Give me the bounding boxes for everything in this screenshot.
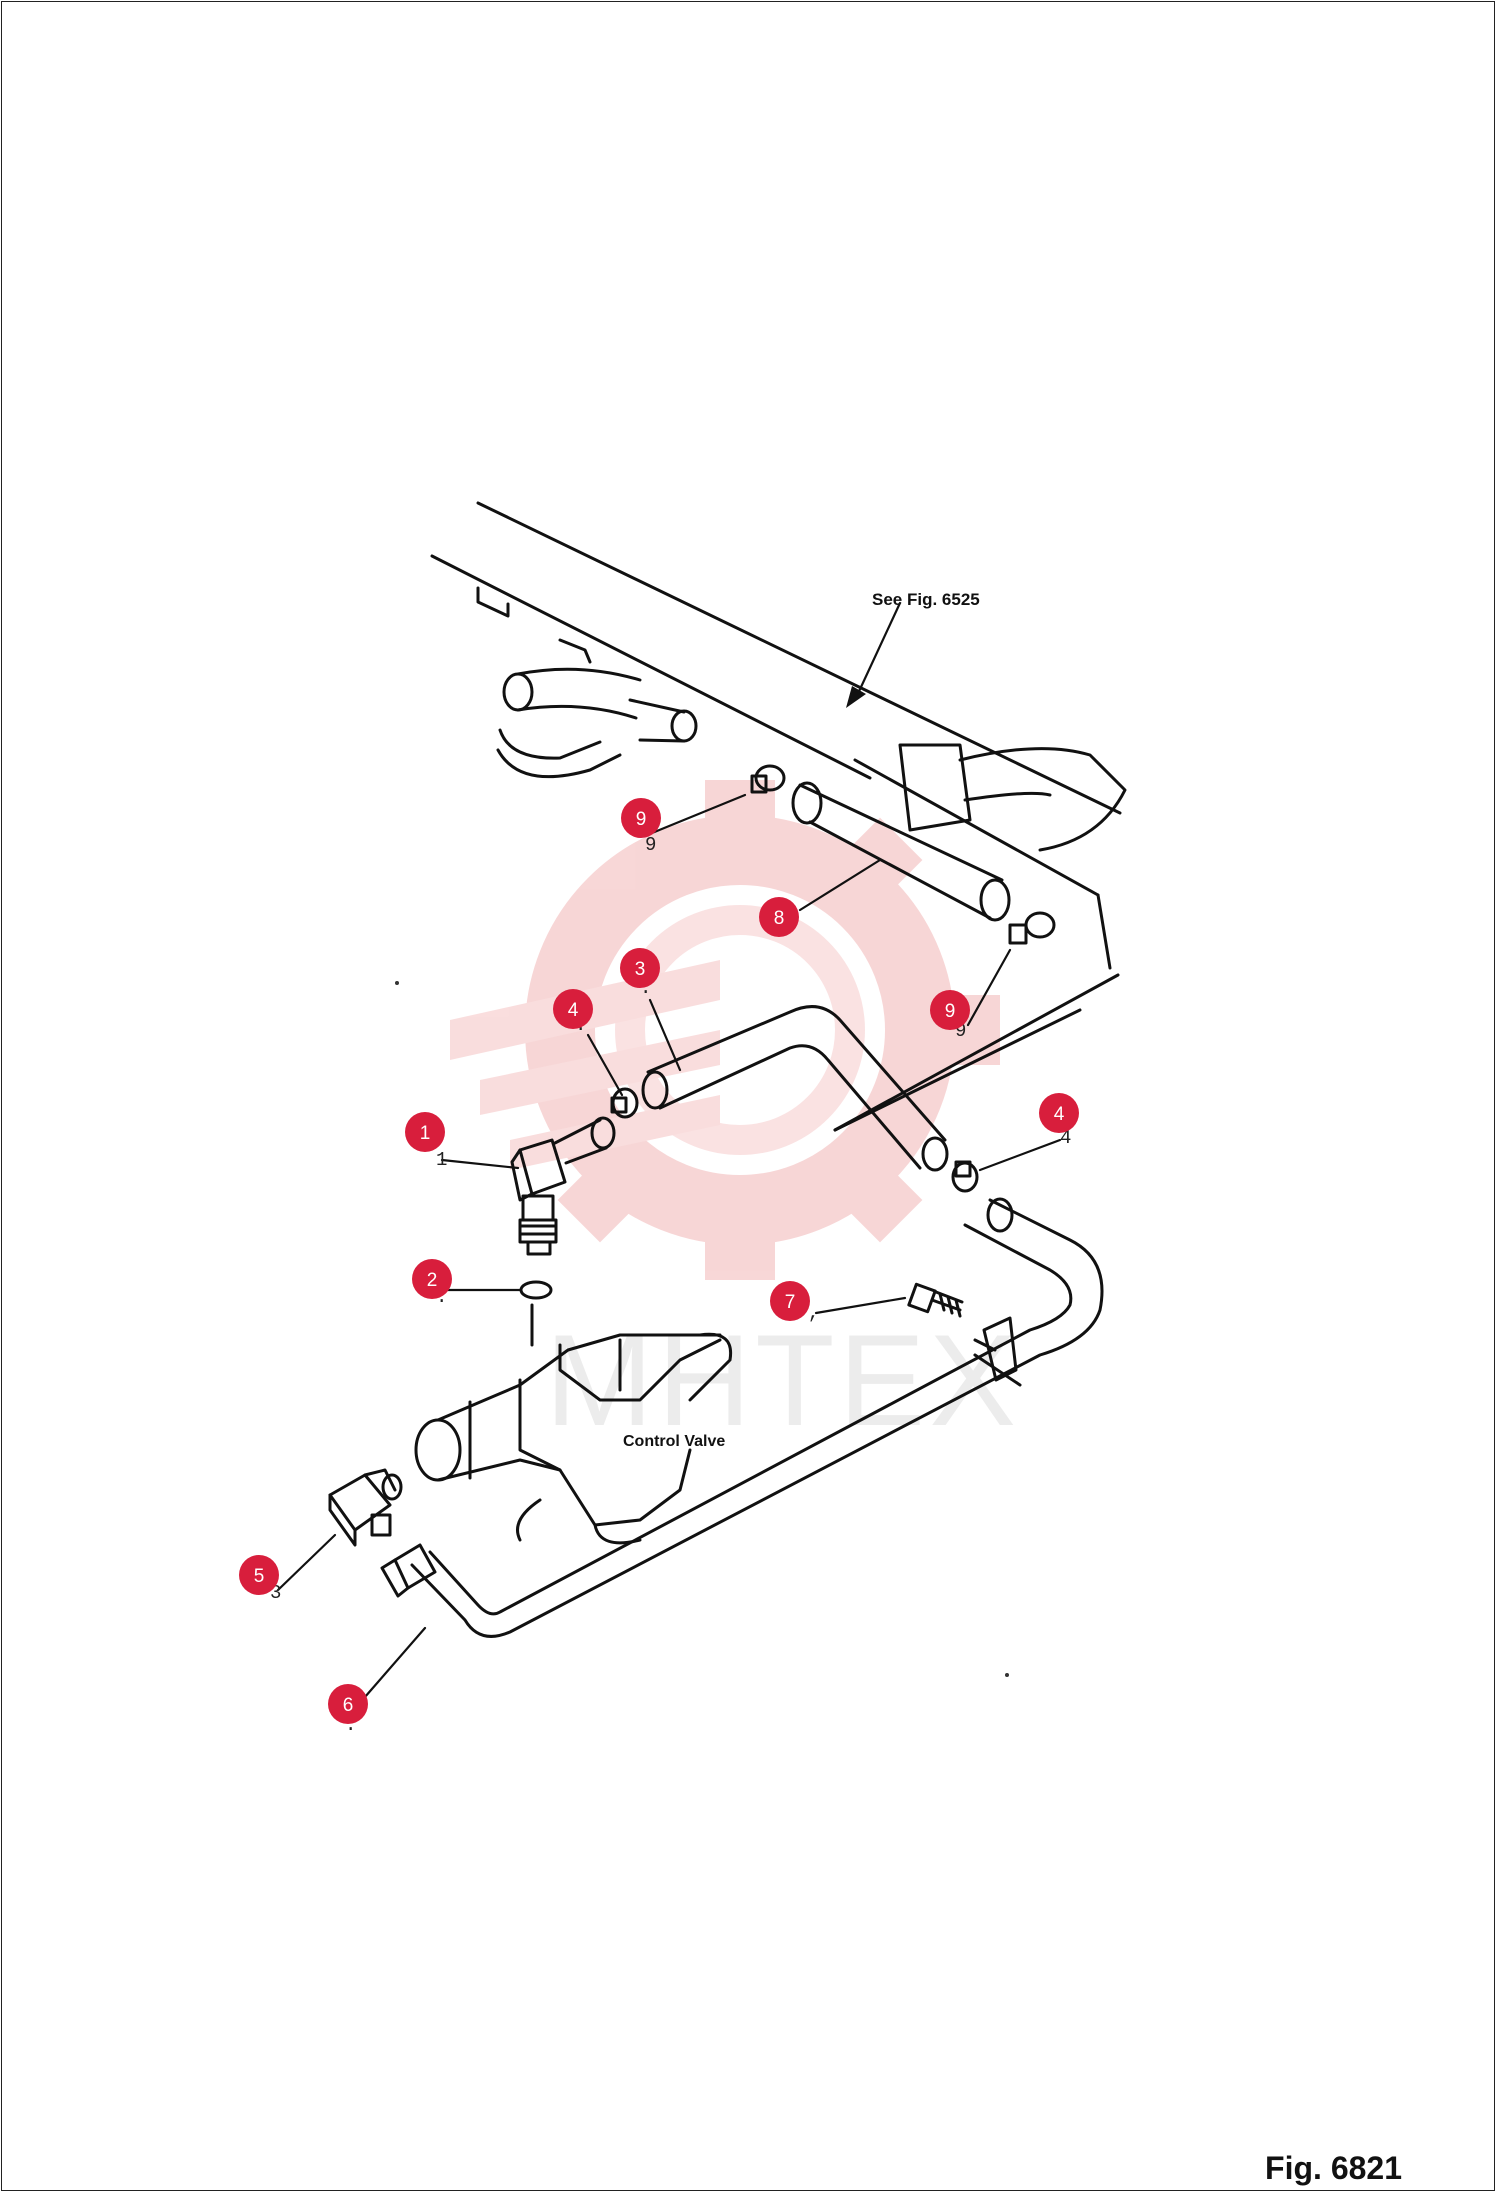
elbow-part-5 [328,1468,403,1547]
svg-text:9: 9 [636,809,647,830]
svg-text:6: 6 [343,1695,354,1716]
watermark-text: MHTEX [545,1307,1020,1453]
hose-part-8 [791,781,1011,922]
svg-text:.: . [436,1286,447,1308]
upper-right-joint [898,743,1127,852]
svg-text:1: 1 [436,1149,447,1171]
callout-8[interactable]: 8 [759,897,799,937]
clamp-part-4-right [951,1160,979,1193]
callout-4-left[interactable]: 4 [553,989,593,1029]
elbow-part-1 [510,1116,616,1256]
svg-text:2: 2 [427,1270,438,1291]
svg-text:9: 9 [945,1001,956,1022]
callout-5[interactable]: 5 [239,1555,279,1595]
chassis-frame [430,501,1122,1132]
control-valve-label: Control Valve [623,1433,725,1450]
callout-1[interactable]: 1 [405,1112,445,1152]
svg-text:3: 3 [635,959,646,980]
clamp-part-9-lower [1008,911,1056,945]
scan-dot [395,981,399,985]
svg-text:3: 3 [270,1582,281,1604]
clamp-part-4-left [610,1087,639,1119]
leader-lines [276,601,1062,1707]
callout-6[interactable]: 6 [328,1684,368,1724]
clamp-part-9-upper [750,764,786,794]
upper-pipes [496,667,698,779]
callout-2[interactable]: 2 [412,1259,452,1299]
svg-text:,: , [808,1302,819,1324]
control-valve [414,1332,733,1545]
figure-label: Fig. 6821 [1265,2150,1402,2186]
svg-text:4: 4 [1054,1104,1065,1125]
svg-text:9: 9 [645,834,656,856]
printed-part-numbers: 1 . . . 4 3 . , 3 9 9 [270,834,1071,1736]
svg-text:4: 4 [1060,1127,1071,1149]
callout-7[interactable]: 7 [770,1281,810,1321]
callout-3[interactable]: 3 [620,948,660,988]
callout-4-right[interactable]: 4 [1039,1093,1079,1133]
callout-9-upper[interactable]: 9 [621,798,661,838]
svg-text:8: 8 [774,908,785,929]
svg-text:9: 9 [955,1020,966,1042]
svg-text:7: 7 [785,1292,796,1313]
svg-text:1: 1 [420,1123,431,1144]
svg-text:5: 5 [254,1566,265,1587]
callout-9-lower[interactable]: 9 [930,990,970,1030]
svg-text:4: 4 [568,1000,579,1021]
pipe-part-6 [380,1197,1104,1638]
watermark-logo [450,780,1000,1280]
scan-dot [1005,1673,1009,1677]
clip-part-7 [973,1316,1022,1387]
svg-text:.: . [345,1714,356,1736]
hose-part-3 [641,1005,949,1172]
svg-text:.: . [640,977,651,999]
arrow-head [846,686,866,708]
callouts: 1 2 3 4 4 5 6 7 [239,798,1079,1724]
bolt-part-7 [907,1282,964,1318]
see-fig-annotation: See Fig. 6525 [872,590,980,609]
